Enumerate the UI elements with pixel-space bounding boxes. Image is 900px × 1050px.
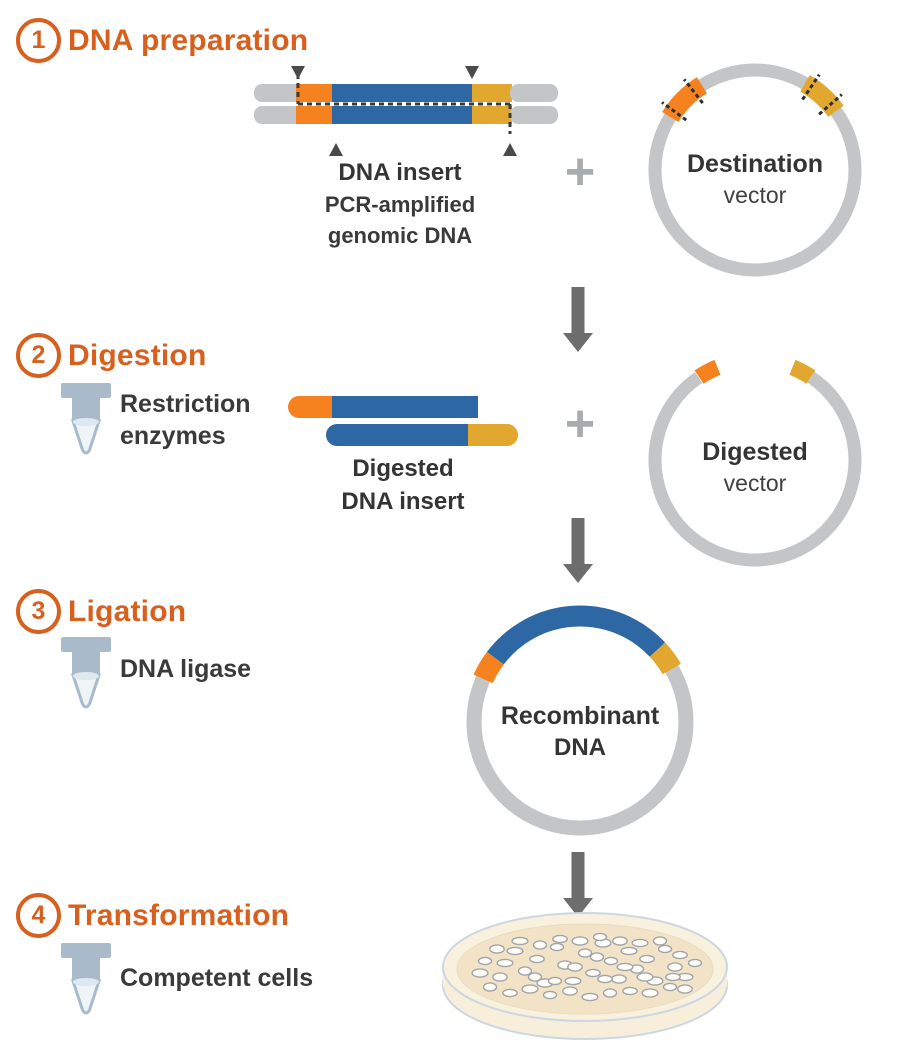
- arrow-down-icon: [563, 518, 593, 583]
- dna-insert-label-line3: genomic DNA: [327, 223, 473, 248]
- digested-insert-label: Digested DNA insert: [303, 452, 503, 518]
- digested-vector-label: Digested vector: [655, 436, 855, 498]
- vector-orange-site: [645, 60, 865, 280]
- step-2-number: 2: [31, 341, 46, 369]
- step-3-number: 3: [31, 597, 46, 625]
- digested-vector-diagram: [647, 351, 863, 568]
- recombinant-dna-label-line1: Recombinant: [500, 702, 660, 730]
- recombinant-blue-insert: [463, 605, 697, 839]
- dna-insert-label: DNA insert PCR-amplified genomic DNA: [300, 156, 500, 251]
- step-4-number: 4: [31, 901, 46, 929]
- restriction-enzymes-line1: Restriction: [120, 390, 251, 418]
- recombinant-dna-label-line2: DNA: [554, 734, 606, 761]
- digested-vector-label-line1: Digested: [702, 438, 808, 466]
- tube-icon: [61, 943, 111, 1015]
- step-1-badge: 1: [16, 18, 61, 63]
- recombinant-dna-diagram: [463, 605, 697, 839]
- dna-insert-label-line1: DNA insert: [338, 159, 462, 186]
- dna-insert-diagram: [254, 66, 558, 156]
- dna-insert-top-strand: [254, 84, 558, 102]
- arrow-down-icon: [563, 287, 593, 352]
- recombinant-dna-label: Recombinant DNA: [480, 700, 680, 763]
- digested-insert-diagram: [288, 396, 518, 446]
- dna-insert-bottom-strand: [254, 106, 558, 124]
- destination-vector-label-line2: vector: [723, 182, 787, 208]
- petri-dish: [442, 912, 728, 1040]
- plus-icon: +: [564, 143, 596, 201]
- destination-vector-label: Destination vector: [655, 148, 855, 210]
- digested-insert-bottom-strand: [326, 424, 518, 446]
- vector-backbone: [648, 63, 862, 277]
- restriction-enzymes-label: Restriction enzymes: [120, 388, 251, 452]
- bacterial-colonies: [471, 932, 703, 1002]
- step-2-title: Digestion: [68, 339, 207, 372]
- digested-vector-label-line2: vector: [723, 470, 787, 496]
- destination-vector-diagram: [645, 60, 865, 280]
- vector-yellow-site: [645, 60, 865, 280]
- step-3-badge: 3: [16, 589, 61, 634]
- step-4-title: Transformation: [68, 899, 290, 932]
- recombinant-yellow-junction: [463, 605, 697, 839]
- dna-insert-label-line2: PCR-amplified: [324, 192, 476, 217]
- digested-backbone: [648, 353, 862, 567]
- dna-ligase-label: DNA ligase: [120, 655, 252, 683]
- cut-site-arrows: [291, 66, 517, 156]
- step-3-title: Ligation: [68, 595, 187, 628]
- tube-icon: [61, 637, 111, 709]
- step-1-title: DNA preparation: [68, 24, 309, 57]
- digested-insert-label-line1: Digested: [352, 455, 454, 482]
- restriction-enzymes-line2: enzymes: [120, 422, 226, 450]
- step-4-badge: 4: [16, 893, 61, 938]
- step-1-number: 1: [31, 26, 46, 54]
- cut-site-dashes: [296, 74, 512, 134]
- digested-insert-label-line2: DNA insert: [341, 488, 465, 515]
- tube-icon: [61, 383, 111, 455]
- digested-insert-top-strand: [288, 396, 478, 418]
- step-2-badge: 2: [16, 333, 61, 378]
- plus-icon: +: [564, 395, 596, 453]
- destination-vector-label-line1: Destination: [686, 150, 824, 178]
- arrow-down-icon: [563, 852, 593, 917]
- competent-cells-label: Competent cells: [120, 964, 314, 992]
